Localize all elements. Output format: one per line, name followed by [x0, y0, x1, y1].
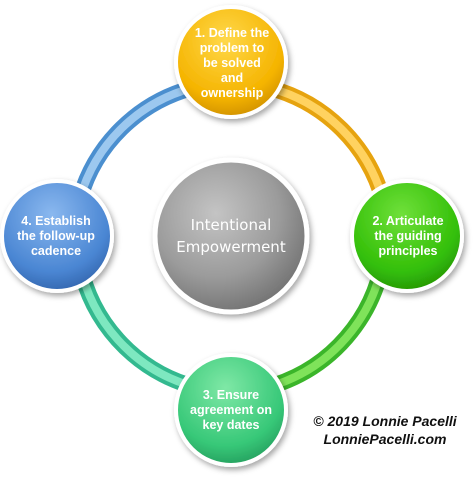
- copyright-notice: © 2019 Lonnie Pacelli LonniePacelli.com: [300, 412, 470, 448]
- website-line: LonniePacelli.com: [323, 431, 447, 447]
- step-4-circle: [0, 179, 114, 293]
- center-label: Intentional Empowerment: [176, 216, 286, 256]
- step-3-circle: [174, 353, 288, 467]
- step-1-circle: [174, 5, 288, 119]
- step-2-label: 2. Articulate the guiding principles: [372, 213, 444, 258]
- ring-segment-1-2-highlight: [268, 84, 387, 202]
- step-2-circle: [350, 179, 464, 293]
- ring-segment-3-4-highlight: [76, 264, 190, 389]
- step-3-label: 3. Ensure agreement on key dates: [190, 387, 272, 432]
- step-1-label: 1. Define the problem to be solved and o…: [194, 25, 270, 100]
- ring-segment-4-1-highlight: [76, 84, 194, 200]
- step-4-label: 4. Establish the follow-up cadence: [17, 213, 95, 258]
- center-circle: [152, 157, 310, 315]
- copyright-line: © 2019 Lonnie Pacelli: [313, 413, 457, 429]
